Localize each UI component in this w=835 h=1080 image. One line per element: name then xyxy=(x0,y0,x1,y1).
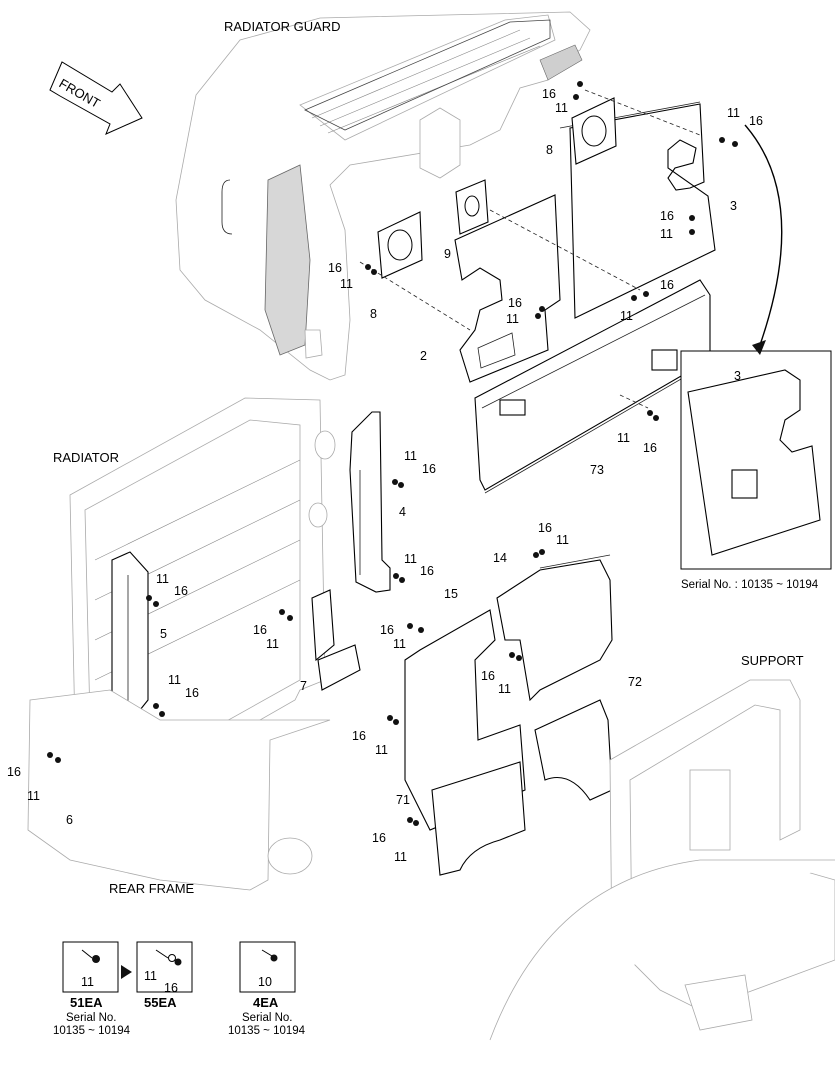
callout-16: 16 xyxy=(508,296,522,310)
callout-11: 11 xyxy=(168,673,181,687)
legend-serial-label-1: Serial No. xyxy=(66,1012,117,1024)
callout-11: 11 xyxy=(393,637,406,651)
callout-72: 72 xyxy=(628,675,642,689)
callout-16: 16 xyxy=(420,564,434,578)
callout-11: 11 xyxy=(404,449,417,463)
callout-11: 11 xyxy=(506,312,519,326)
callout-16: 16 xyxy=(328,261,342,275)
legend-3-qty: 4EA xyxy=(253,995,279,1010)
callout-11: 11 xyxy=(620,309,633,323)
callout-11: 11 xyxy=(727,106,740,120)
legend-box-1: 11 51EA xyxy=(62,941,119,1010)
callout-16: 16 xyxy=(643,441,657,455)
callout-16: 16 xyxy=(481,669,495,683)
callout-8: 8 xyxy=(370,307,377,321)
legend-2-qty: 55EA xyxy=(144,995,177,1010)
callout-15: 15 xyxy=(444,587,458,601)
callout-4: 4 xyxy=(399,505,406,519)
callout-11: 11 xyxy=(394,850,407,864)
panel-72 xyxy=(534,699,613,801)
legend-serial-range-2: 10135 ~ 10194 xyxy=(228,1025,306,1037)
legend-2-part-a: 11 xyxy=(144,969,157,983)
panel-71 xyxy=(431,761,526,876)
rear-frame xyxy=(27,689,835,1041)
radiator-label: RADIATOR xyxy=(53,450,119,465)
callouts: 16 11 11 16 8 3 16 11 9 16 11 16 16 11 1… xyxy=(7,87,763,864)
callout-11: 11 xyxy=(266,637,279,651)
callout-11: 11 xyxy=(498,682,511,696)
callout-5: 5 xyxy=(160,627,167,641)
callout-16: 16 xyxy=(174,584,188,598)
arrow-right-icon xyxy=(121,965,132,979)
callout-73: 73 xyxy=(590,463,604,477)
callout-11: 11 xyxy=(556,533,569,547)
detail-part-label: 3 xyxy=(734,369,741,383)
callout-11: 11 xyxy=(617,431,630,445)
callout-6: 6 xyxy=(66,813,73,827)
callout-16: 16 xyxy=(538,521,552,535)
callout-8: 8 xyxy=(546,143,553,157)
detail-serial: Serial No. : 10135 ~ 10194 xyxy=(681,579,819,591)
callout-11: 11 xyxy=(555,101,568,115)
support-frame xyxy=(609,679,835,1031)
legend-box-3: 10 4EA xyxy=(239,941,296,1010)
callout-16: 16 xyxy=(372,831,386,845)
callout-16: 16 xyxy=(542,87,556,101)
front-arrow: FRONT xyxy=(49,61,143,135)
panel-2 xyxy=(454,194,561,383)
callout-71: 71 xyxy=(396,793,410,807)
callout-16: 16 xyxy=(380,623,394,637)
callout-11: 11 xyxy=(660,227,673,241)
bracket-8-upper xyxy=(571,97,617,165)
callout-16: 16 xyxy=(660,209,674,223)
legend-1-part: 11 xyxy=(81,975,94,989)
callout-7: 7 xyxy=(300,679,307,693)
callout-11: 11 xyxy=(156,572,169,586)
radiator-guard-label: RADIATOR GUARD xyxy=(224,19,341,34)
callout-2: 2 xyxy=(420,349,427,363)
callout-11: 11 xyxy=(340,277,353,291)
legend-3-part: 10 xyxy=(258,975,272,989)
callout-16: 16 xyxy=(185,686,199,700)
legend-box-2: 11 16 55EA xyxy=(136,941,193,1010)
part-4 xyxy=(349,411,391,593)
callout-16: 16 xyxy=(422,462,436,476)
radiator-guard-housing xyxy=(175,11,591,381)
bracket-8-lower xyxy=(377,211,423,279)
callout-16: 16 xyxy=(660,278,674,292)
detail-inset: 3 Serial No. : 10135 ~ 10194 xyxy=(680,124,832,591)
callout-16: 16 xyxy=(253,623,267,637)
callout-14: 14 xyxy=(493,551,507,565)
legend-2-part-b: 16 xyxy=(164,981,178,995)
callout-9: 9 xyxy=(444,247,451,261)
callout-11: 11 xyxy=(27,789,40,803)
rear-frame-label: REAR FRAME xyxy=(109,881,195,896)
legend-serial-label-2: Serial No. xyxy=(242,1012,293,1024)
callout-16: 16 xyxy=(749,114,763,128)
callout-3: 3 xyxy=(730,199,737,213)
panel-14 xyxy=(496,554,613,702)
support-label: SUPPORT xyxy=(741,653,804,668)
callout-11: 11 xyxy=(375,743,388,757)
callout-16: 16 xyxy=(7,765,21,779)
legend-1-qty: 51EA xyxy=(70,995,103,1010)
fasteners xyxy=(47,81,738,826)
callout-11: 11 xyxy=(404,552,417,566)
callout-16: 16 xyxy=(352,729,366,743)
bracket-9 xyxy=(455,179,489,235)
part-7 xyxy=(311,589,361,691)
legend-serial-range-1: 10135 ~ 10194 xyxy=(53,1025,131,1037)
alignment-lines xyxy=(359,89,701,409)
